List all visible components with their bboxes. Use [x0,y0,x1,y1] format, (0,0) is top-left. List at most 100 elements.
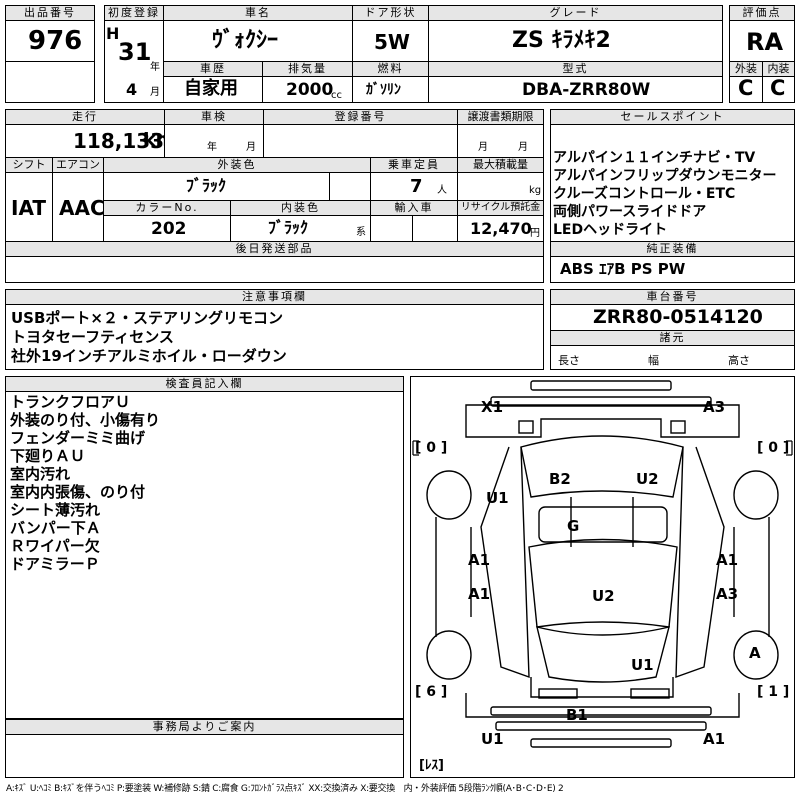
mark-rear-bumper: B1 [566,706,588,724]
mark-center: U2 [592,587,615,605]
kei-unit: 系 [356,227,366,238]
genuine-equipment-cell [550,256,795,283]
deadline-month-unit: 月 [478,142,488,153]
car-name: ｳﾞｫｸｼｰ [212,28,279,53]
width-label: 幅 [648,354,659,367]
inspector-note: シート薄汚れ [10,501,101,519]
mark-roof-center: G [567,517,580,535]
mileage-header: 走行 [5,109,165,125]
mark-rear-left-box: [ 6 ] [415,684,448,700]
inspector-note: 外装のり付、小傷有り [10,411,161,429]
fuel-cell [352,76,429,103]
inspector-note: 室内内張傷、のり付 [10,483,146,501]
transfer-deadline-header: 譲渡書類期限 [457,109,544,125]
mark-left-side-upper: A1 [468,551,491,569]
capacity-cell [370,172,458,201]
cc-unit: cc [331,90,342,101]
length-label: 長さ [558,354,580,367]
mark-left-side-lower: A1 [468,585,491,603]
era-mark: H [106,24,120,43]
kg-unit: kg [529,185,542,196]
office-header: 事務局よりご案内 [5,719,404,735]
int-color: ﾌﾞﾗｯｸ [268,218,309,237]
ext-color-header: 外装色 [103,157,371,173]
inspector-note: 下廻りＡＵ [10,447,86,465]
model-code: DBA-ZRR80W [522,80,651,100]
person-unit: 人 [437,185,447,196]
height-label: 高さ [728,354,750,367]
notes-header: 注意事項欄 [5,289,544,305]
mark-spare: [ﾚｽ] [419,758,444,773]
inspector-header: 検査員記入欄 [5,376,404,392]
inspector-note: 室内汚れ [10,465,71,483]
reg-number-header: 登録番号 [263,109,458,125]
year-unit: 年 [150,62,160,73]
transfer-deadline-cell [457,124,544,158]
legend: A:ｷｽﾞ U:ﾍｺﾐ B:ｷｽﾞを伴うﾍｺﾐ P:要塗装 W:補修跡 S:錆 … [6,784,564,794]
inspector-note: フェンダーミミ曲げ [10,429,146,447]
sales-point: アルパインフリップダウンモニター [553,168,777,184]
history: 自家用 [184,78,238,99]
history-cell [163,76,263,103]
reg-number-cell [263,124,458,158]
mark-rear-center: U1 [631,656,654,674]
sales-point: クルーズコントロール・ETC [553,186,736,202]
sales-points-header: セールスポイント [550,109,795,125]
displacement: 2000 [286,80,334,100]
grade-header: グレード [428,5,723,21]
recycle: 12,470 [470,219,532,238]
inspection-month-unit: 月 [246,142,256,153]
mark-left-front-door: U1 [486,489,509,507]
score-cell [729,20,795,62]
note-line: USBポート×２・ステアリングリモコン [11,309,283,327]
inspection-year-unit: 年 [207,142,217,153]
reg-year: 31 [118,38,152,66]
inspector-notes: トランクフロアＵ 外装のり付、小傷有り フェンダーミミ曲げ 下廻りＡＵ 室内汚れ… [5,391,404,719]
inspector-note: Ｒワイパー欠 [10,537,100,555]
door-type: 5W [374,30,410,54]
mark-roof-right: U2 [636,470,659,488]
import-header: 輸入車 [370,200,458,216]
max-load-cell [457,172,544,201]
lot-number-header: 出品番号 [5,5,95,21]
lot-number-cell [5,20,95,62]
genuine-equipment-header: 純正装備 [550,241,795,257]
dimensions-cell [550,345,795,370]
note-line: トヨタセーフティセンス [11,328,174,346]
car-diagram [412,380,793,748]
first-reg-header: 初度登録 [104,5,164,21]
notes-list: USBポート×２・ステアリングリモコン トヨタセーフティセンス 社外19インチア… [5,304,544,370]
mileage: 118,133 [73,129,165,153]
mark-rear-right-wheel: A [749,644,761,662]
mark-left-box: [ 0 ] [415,440,448,456]
max-load-header: 最大積載量 [457,157,544,173]
aircon-header: エアコン [52,157,104,173]
exterior-header: 外装 [729,61,763,77]
inspection-header: 車検 [164,109,264,125]
fuel-header: 燃料 [352,61,429,77]
interior-cell [762,76,795,103]
exterior-cell [729,76,763,103]
capacity: 7 [410,176,423,197]
model-code-cell [428,76,723,103]
car-name-header: 車名 [163,5,353,21]
int-color-header: 内装色 [230,200,371,216]
sales-point: 両側パワースライドドア [553,204,707,220]
yen-unit: 円 [530,228,540,239]
inspector-note: トランクフロアＵ [10,393,131,411]
displacement-header: 排気量 [262,61,353,77]
score-header: 評価点 [729,5,795,21]
ext-color-extra [329,172,371,201]
score: RA [746,28,784,56]
sales-points-list: アルパイン１１インチナビ・TV アルパインフリップダウンモニター クルーズコント… [550,124,795,242]
mark-rear-right: A1 [703,730,726,748]
later-parts-cell [5,256,544,283]
interior-header: 内装 [762,61,795,77]
later-parts-header: 後日発送部品 [5,241,544,257]
mark-right-box: [ 0 ] [757,440,790,456]
deadline-day-unit: 月 [518,142,528,153]
color-no-cell [103,215,231,242]
reg-month: 4 [126,80,138,99]
aircon-cell [52,172,104,242]
